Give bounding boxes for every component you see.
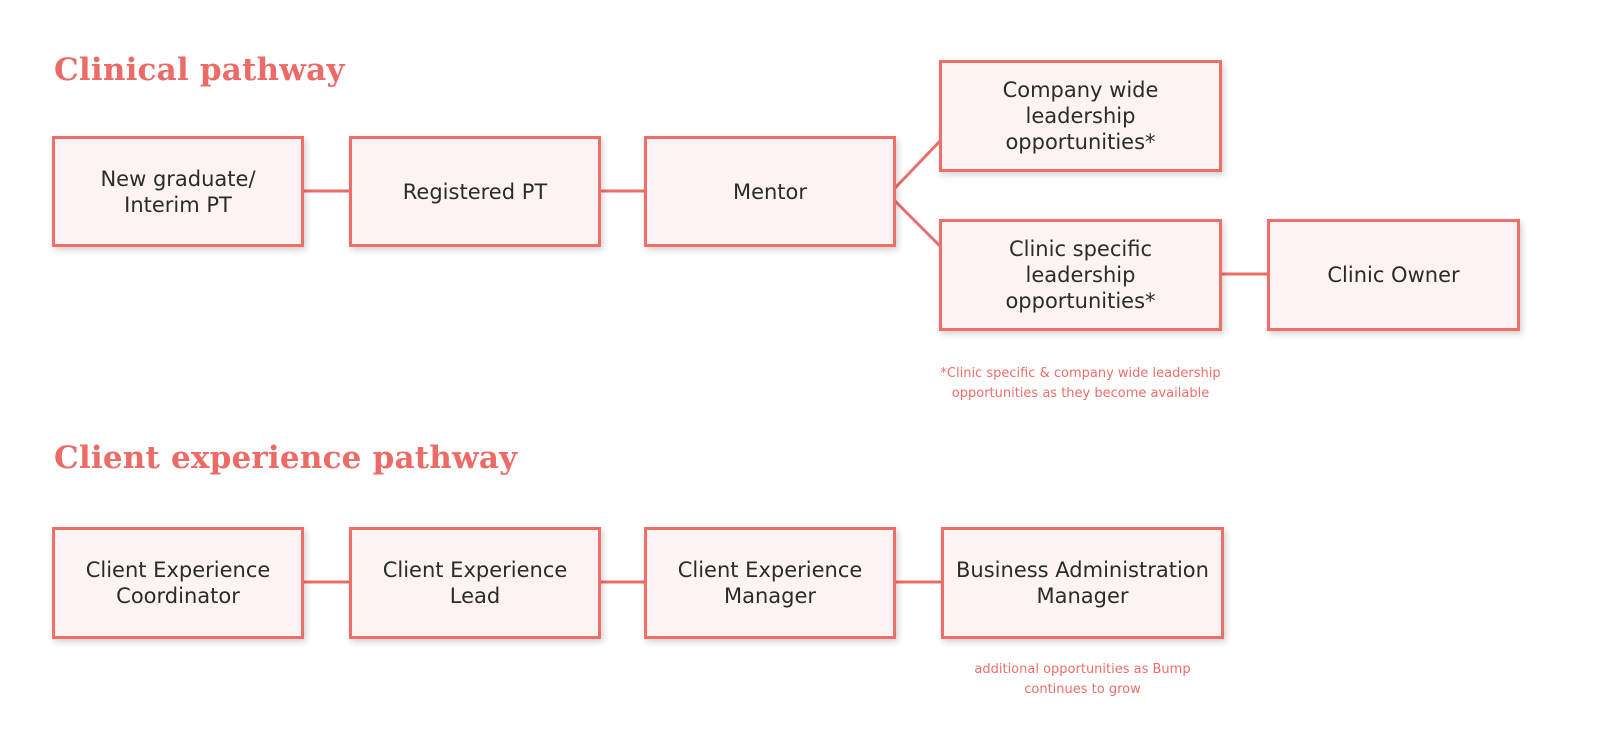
box-business-administration-manager: Business Administration Manager: [941, 527, 1224, 639]
box-registered-pt: Registered PT: [349, 136, 601, 247]
clinical-pathway-title: Clinical pathway: [54, 52, 345, 88]
client-experience-note: additional opportunities as Bump continu…: [974, 662, 1191, 697]
box-client-experience-manager-label: Client Experience Manager: [677, 558, 863, 608]
box-company-wide-leadership-label: Company wide leadership opportunities*: [1002, 78, 1159, 154]
box-registered-pt-label: Registered PT: [402, 179, 548, 204]
client-experience-pathway-title: Client experience pathway: [54, 440, 518, 476]
box-client-experience-coordinator: Client Experience Coordinator: [52, 527, 304, 639]
box-clinic-specific-leadership-label: Clinic specific leadership opportunities…: [1005, 237, 1156, 313]
box-new-graduate-label: New graduate/ Interim PT: [100, 166, 256, 217]
box-client-experience-manager: Client Experience Manager: [644, 527, 896, 639]
box-clinic-owner: Clinic Owner: [1267, 219, 1520, 331]
connector-mentor-to-clinic-specific: [893, 199, 942, 248]
clinical-leadership-note: *Clinic specific & company wide leadersh…: [940, 366, 1221, 401]
box-clinic-owner-label: Clinic Owner: [1327, 263, 1460, 287]
box-mentor-label: Mentor: [732, 179, 808, 204]
box-business-administration-manager-label: Business Administration Manager: [956, 558, 1209, 608]
box-company-wide-leadership: Company wide leadership opportunities*: [939, 60, 1222, 172]
box-mentor: Mentor: [644, 136, 896, 247]
box-client-experience-lead: Client Experience Lead: [349, 527, 601, 639]
box-clinic-specific-leadership: Clinic specific leadership opportunities…: [939, 219, 1222, 331]
box-client-experience-lead-label: Client Experience Lead: [382, 558, 568, 608]
box-client-experience-coordinator-label: Client Experience Coordinator: [85, 558, 271, 608]
connector-mentor-to-company-wide: [893, 139, 942, 190]
box-new-graduate: New graduate/ Interim PT: [52, 136, 304, 247]
